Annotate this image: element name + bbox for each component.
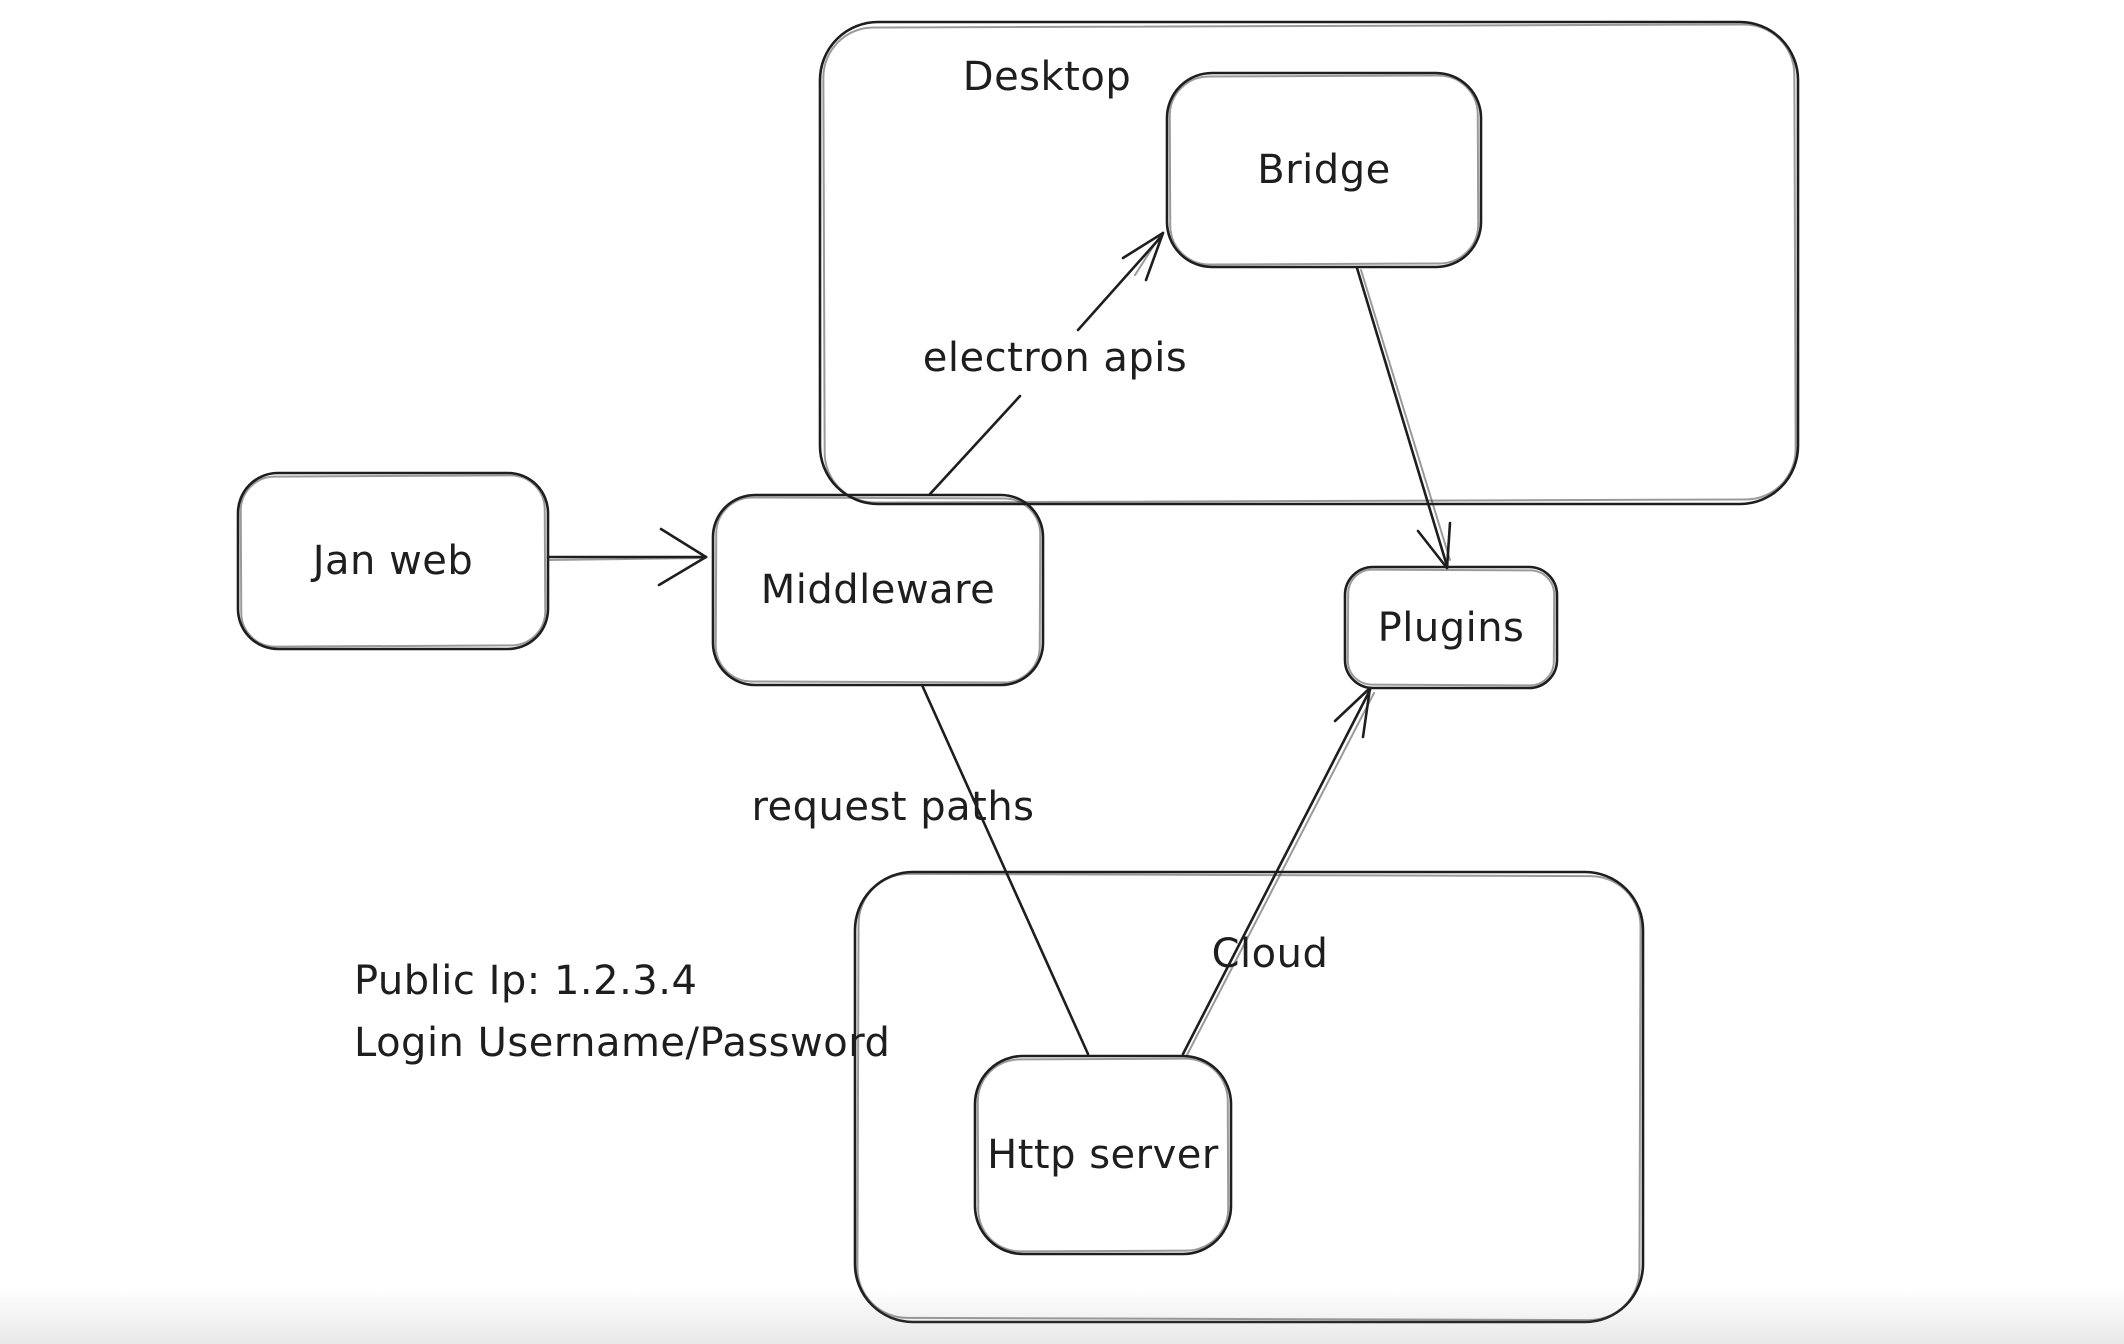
middleware-rect	[711, 493, 1045, 687]
http-server-rect	[973, 1054, 1233, 1256]
edge-http-server-to-plugins[interactable]	[1181, 686, 1375, 1056]
edge-middleware-to-http-server-shaft	[920, 683, 1090, 1056]
edge-label-electron-apis[interactable]: electron apis	[922, 335, 1188, 381]
arrowhead-into-bridge-barb-overdraw	[1134, 235, 1161, 276]
jan-web-node-label[interactable]: Jan web	[312, 538, 474, 584]
edge-http-server-to-plugins-shaft-overdraw	[1186, 692, 1375, 1056]
bridge-node-shape[interactable]	[1165, 71, 1483, 269]
http-server-node-shape[interactable]	[973, 1054, 1233, 1256]
middleware-rect-overdraw	[714, 496, 1042, 684]
middleware-node-label[interactable]: Middleware	[760, 567, 996, 613]
arrowhead-into-plugins-bottom-barb2	[1361, 686, 1372, 739]
login-note-line: Login Username/Password	[354, 1020, 891, 1066]
plugins-node-label[interactable]: Plugins	[1377, 604, 1525, 651]
edge-bridge-to-plugins-shaft-overdraw	[1360, 269, 1451, 561]
cloud-container-rect	[853, 870, 1645, 1324]
cloud-container-shape[interactable]	[853, 870, 1645, 1324]
arrowhead-into-bridge-barb2	[1144, 231, 1165, 282]
desktop-container-shape[interactable]	[818, 20, 1800, 506]
edge-http-server-to-plugins-shaft	[1181, 688, 1372, 1056]
edge-bridge-to-plugins[interactable]	[1355, 266, 1452, 570]
plugins-node-shape[interactable]	[1343, 565, 1559, 690]
edge-label-request-paths[interactable]: request paths	[751, 784, 1035, 830]
plugins-rect	[1343, 565, 1559, 690]
jan-web-rect-overdraw	[239, 474, 547, 648]
public-ip-note-line: Public Ip: 1.2.3.4	[354, 958, 698, 1004]
arrowhead-into-middleware-barb2	[657, 555, 708, 587]
jan-web-rect	[236, 471, 550, 651]
desktop-container-label[interactable]: Desktop	[962, 54, 1132, 100]
edge-middleware-to-http-server[interactable]	[920, 683, 1090, 1056]
arrowhead-into-bridge-barb1	[1121, 231, 1165, 260]
edge-middleware-to-bridge[interactable]	[928, 231, 1165, 496]
edge-bridge-to-plugins-shaft	[1355, 266, 1449, 568]
arrowhead-into-plugins-top-barb1	[1416, 529, 1449, 570]
desktop-container-rect-overdraw	[822, 23, 1797, 504]
edge-jan-web-to-middleware-shaft-overdraw	[549, 557, 705, 561]
cloud-container-label[interactable]: Cloud	[1211, 931, 1329, 977]
plugins-rect-overdraw	[1346, 568, 1556, 687]
edge-jan-web-to-middleware[interactable]	[546, 527, 708, 587]
jan-web-node-shape[interactable]	[236, 471, 550, 651]
http-server-rect-overdraw	[976, 1057, 1230, 1253]
arrowhead-into-plugins-top-barb2	[1445, 521, 1452, 570]
arrowhead-into-plugins-bottom-barb1	[1333, 686, 1372, 723]
cloud-container-rect-overdraw	[856, 872, 1642, 1322]
middleware-node-shape[interactable]	[711, 493, 1045, 687]
bridge-rect	[1165, 71, 1483, 269]
bridge-rect-overdraw	[1168, 74, 1480, 266]
bridge-node-label[interactable]: Bridge	[1257, 147, 1391, 193]
edge-middleware-to-bridge-shaft	[928, 236, 1162, 496]
arrowhead-into-middleware-barb1	[659, 527, 708, 559]
http-server-node-label[interactable]: Http server	[987, 1132, 1219, 1178]
desktop-container-rect	[818, 20, 1800, 506]
